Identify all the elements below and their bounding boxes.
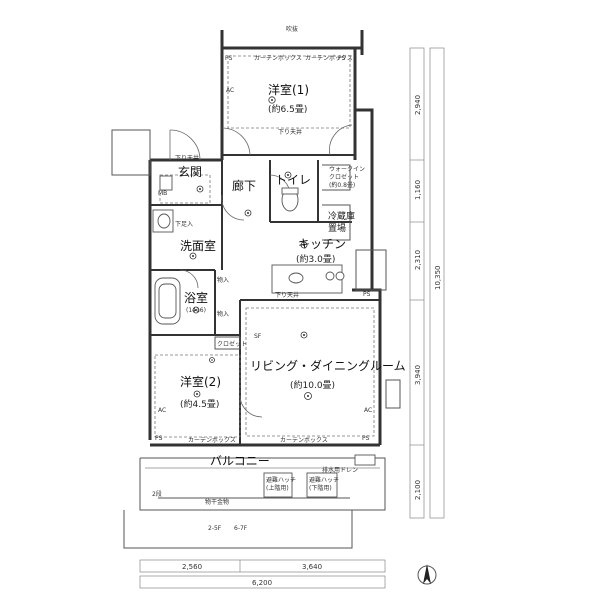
dim-right-4: 3,940	[414, 365, 422, 385]
shoe-label: 下足入	[175, 221, 193, 228]
ps-label-4: PS	[362, 435, 370, 442]
living-ceiling	[245, 307, 375, 437]
ps-label-2: PS	[338, 55, 346, 62]
hatch-lower-1: 避難ハッチ	[309, 476, 339, 484]
fridge-label-1: 冷蔵庫	[328, 210, 355, 222]
curtain-box-4: カーテンボックス	[280, 436, 328, 444]
north-arrow-icon	[417, 564, 437, 585]
mb-label: MB	[158, 190, 167, 197]
room-western2-size: (約4.5畳)	[180, 398, 219, 410]
sf-label: SF	[254, 333, 262, 340]
room-living-size: (約10.0畳)	[290, 379, 335, 391]
dim-right-2: 1,160	[414, 180, 422, 200]
dim-right-total: 10,350	[434, 266, 442, 291]
room-entrance: 玄関	[178, 164, 202, 179]
outer-walls	[123, 30, 386, 549]
room-western2-name: 洋室(2)	[180, 374, 221, 389]
right-pillar-lower	[385, 379, 401, 409]
hatch-upper-2: (上階用)	[266, 484, 289, 492]
curtain-box-2: カーテンボックス	[305, 54, 353, 62]
dim-bottom-left: 2,560	[182, 563, 202, 571]
room-walkin-size: (約0.8畳)	[329, 181, 355, 189]
dim-bottom-total: 6,200	[252, 579, 272, 587]
lowered-ceiling-label-3: 下り天井	[275, 291, 299, 299]
room-kitchen-name: キッチン	[298, 237, 346, 251]
two-step-label: 2段	[152, 490, 162, 498]
room-washroom: 洗面室	[180, 238, 216, 253]
closet-box	[214, 336, 241, 350]
hatch-lower-2: (下階用)	[309, 484, 332, 492]
storage-label-1: 物入	[217, 276, 229, 284]
ps-label-1: PS	[225, 55, 233, 62]
left-pillar	[111, 129, 151, 176]
room-kitchen-size: (約3.0畳)	[296, 253, 335, 265]
ceiling-lights	[189, 96, 312, 400]
ps-label-3: PS	[155, 435, 163, 442]
top-note: 吹抜	[286, 25, 298, 33]
right-pillar-upper	[355, 249, 387, 291]
fixtures	[152, 175, 376, 499]
dim-bottom-right: 3,640	[302, 563, 322, 571]
ac-label-1: AC	[226, 87, 234, 94]
lowered-ceiling-1	[227, 55, 351, 129]
curtain-box-3: カーテンボックス	[188, 436, 236, 444]
curtain-box-1: カーテンボックス	[254, 54, 302, 62]
floor-range-2: 6-7F	[234, 525, 248, 532]
doors	[169, 124, 353, 418]
floor-range-1: 2-5F	[208, 525, 222, 532]
fridge-label-2: 置場	[328, 222, 346, 234]
room-living-name: リビング・ダイニングルーム	[250, 358, 406, 373]
room-corridor: 廊下	[232, 178, 256, 193]
dim-right-3: 2,310	[414, 250, 422, 270]
lowered-ceiling-label-2: 下り天井	[175, 154, 199, 162]
dim-right-1: 2,940	[414, 95, 422, 115]
room-balcony: バルコニー	[210, 454, 270, 468]
room-walkin-2: クロゼット	[329, 173, 359, 181]
room-western1-size: (約6.5畳)	[268, 103, 307, 115]
dim-right-5: 2,100	[414, 480, 422, 500]
drain-label: 排水用ドレン	[322, 466, 358, 474]
room-toilet: トイレ	[275, 173, 311, 187]
ac-label-3: AC	[364, 407, 372, 414]
laundry-label: 物干金物	[205, 498, 229, 506]
room-walkin: ウォークイン	[329, 165, 365, 173]
ac-label-2: AC	[158, 407, 166, 414]
hatch-upper-1: 避難ハッチ	[266, 476, 296, 484]
room-bath-size: (1416)	[186, 307, 206, 314]
lowered-ceiling-label-1: 下り天井	[278, 128, 302, 136]
dimension-lines	[139, 47, 445, 589]
room-bath: 浴室	[184, 290, 208, 305]
ps-label-5: PS	[363, 291, 371, 298]
room-closet: クロゼット	[217, 340, 247, 348]
room-western1-name: 洋室(1)	[268, 82, 309, 97]
storage-label-2: 物入	[217, 310, 229, 318]
